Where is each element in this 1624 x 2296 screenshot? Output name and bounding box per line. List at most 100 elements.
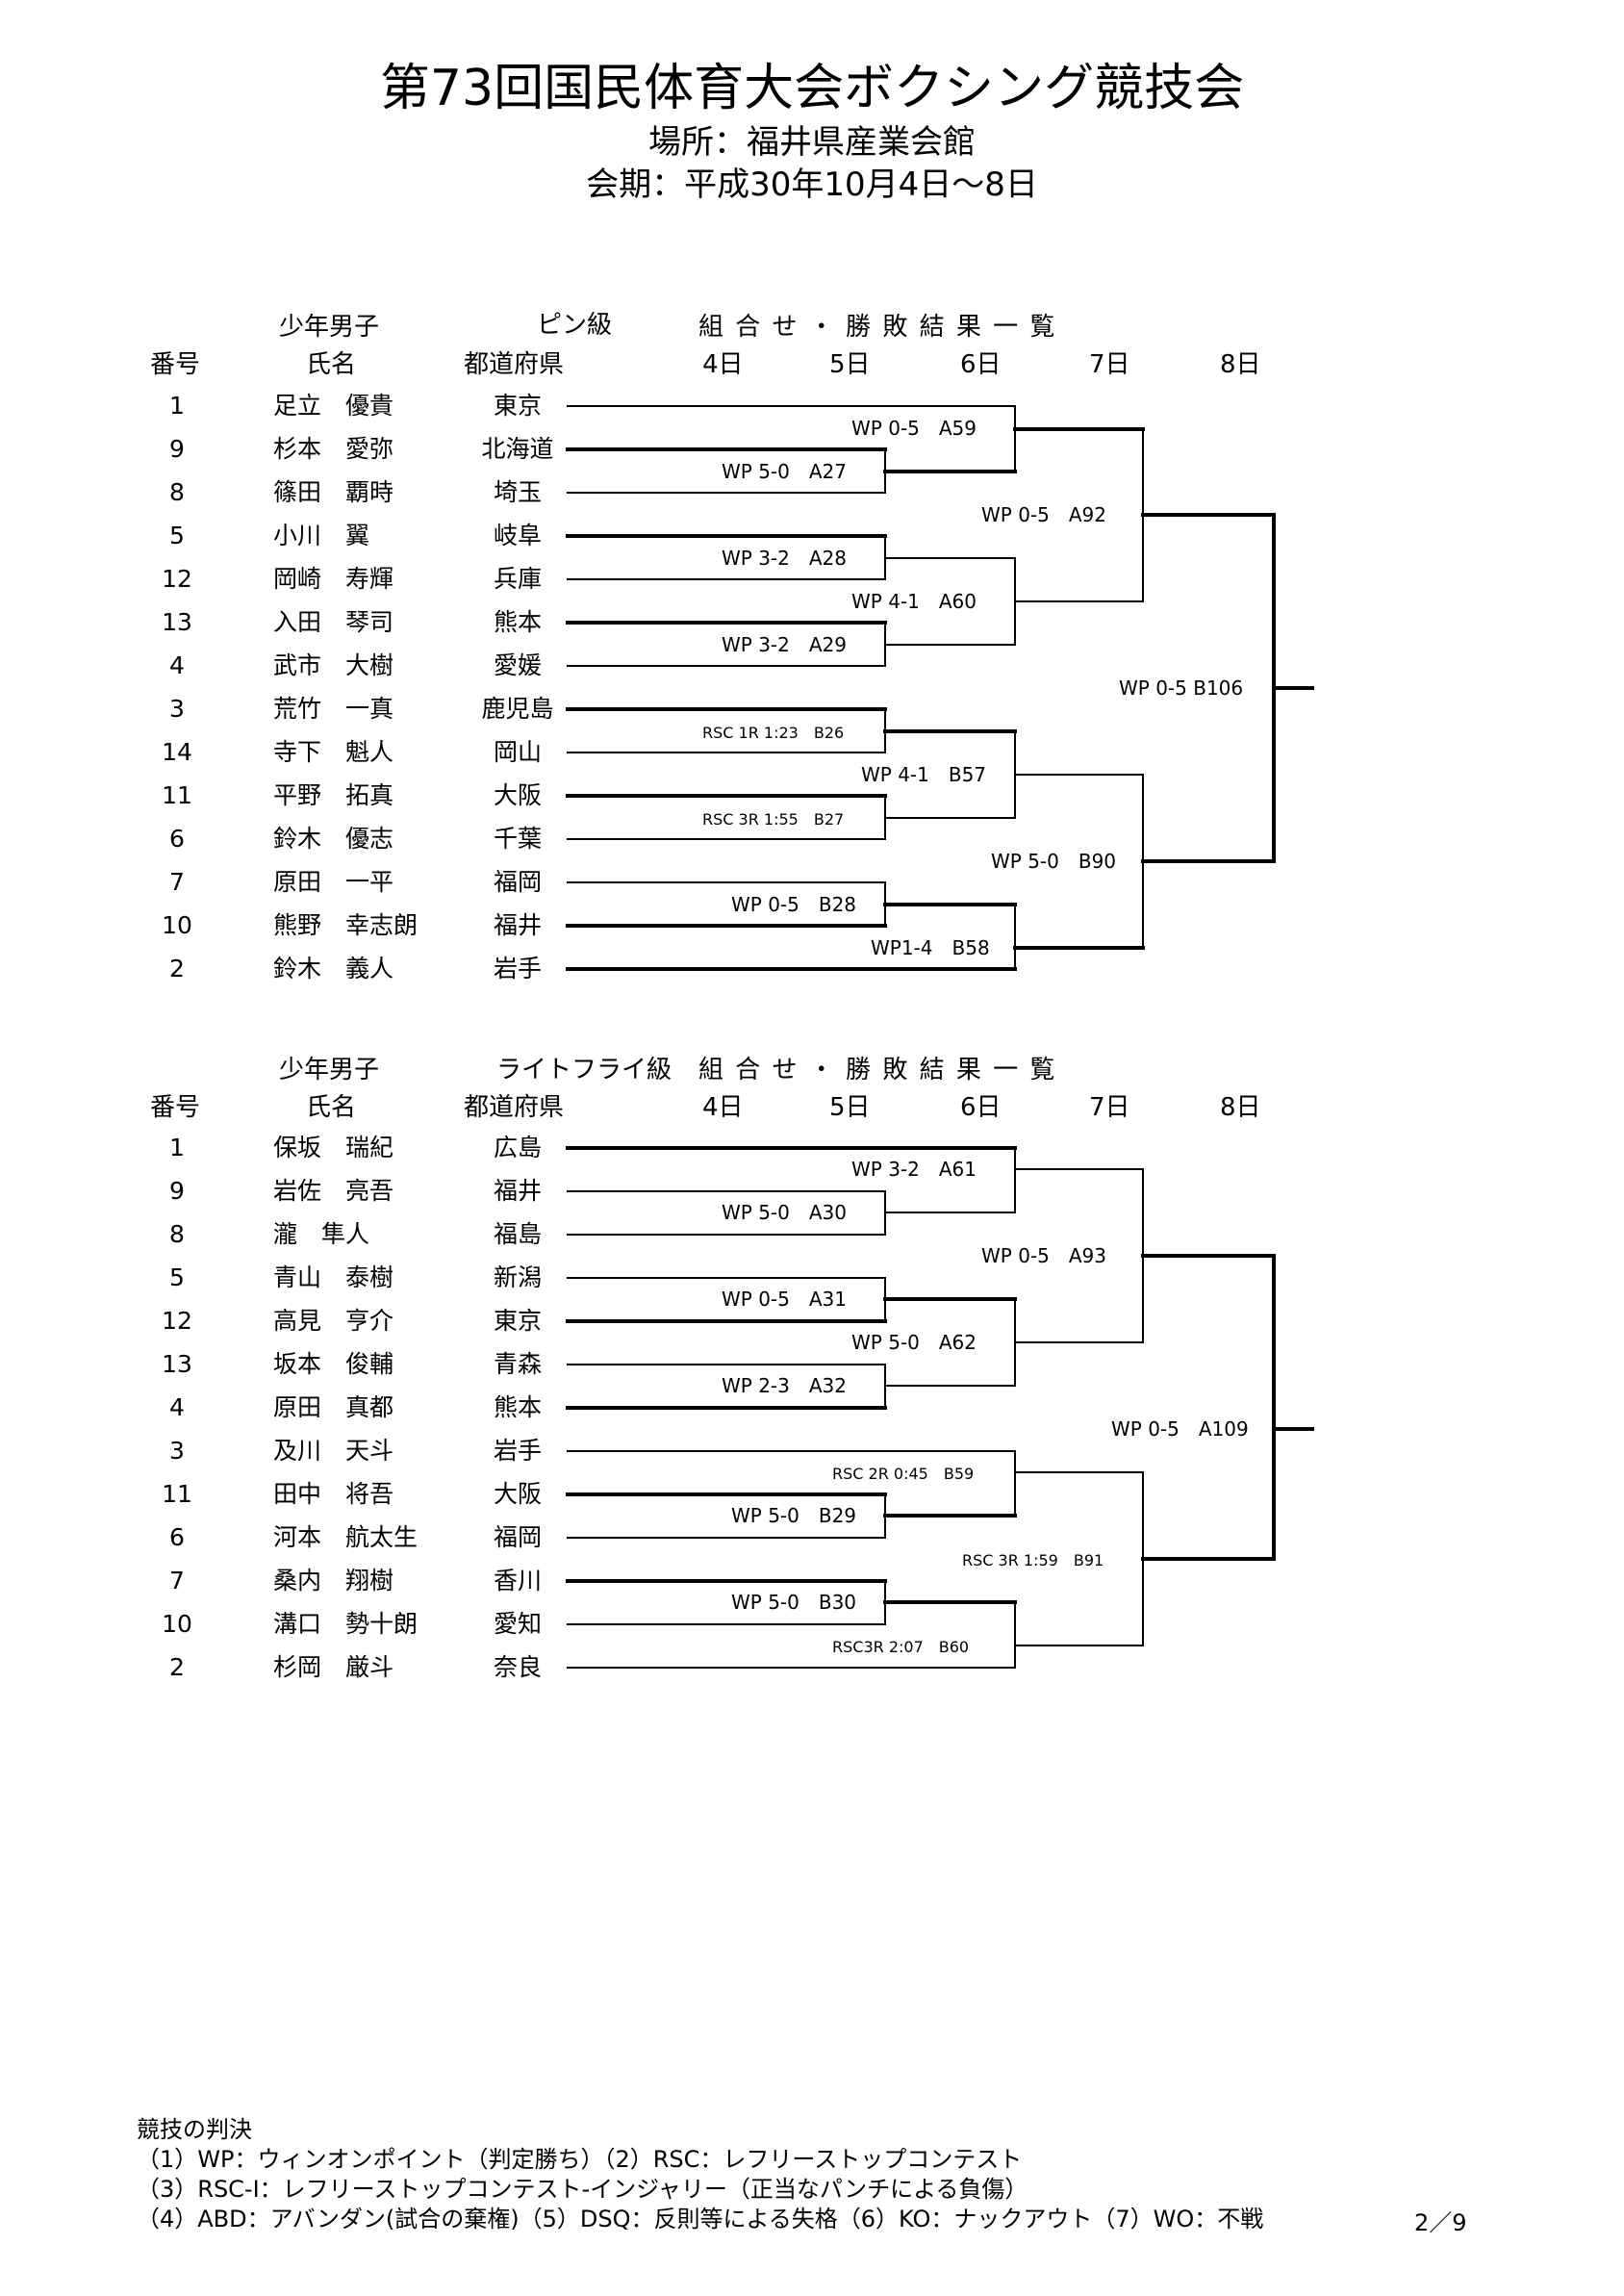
legend-line: （1）WP：ウィンオンポイント（判定勝ち）（2）RSC：レフリーストップコンテス…	[137, 2146, 1023, 2173]
page-number: 2／9	[1414, 2209, 1467, 2236]
entry-name: 杉本 愛弥	[273, 435, 394, 463]
entry-prefecture: 東京	[493, 392, 542, 420]
entry-prefecture: 大阪	[493, 781, 542, 809]
entry-prefecture: 鹿児島	[481, 695, 554, 723]
entry-number: 9	[169, 435, 185, 463]
entry-name: 寺下 魁人	[273, 738, 394, 766]
entry-prefecture: 岩手	[493, 1437, 542, 1465]
entry-name: 熊野 幸志朗	[273, 911, 419, 939]
entry-prefecture: 北海道	[481, 435, 554, 463]
entry-number: 10	[162, 911, 192, 939]
table-heading: 組 合 せ ・ 勝 敗 結 果 一 覧	[698, 313, 1057, 342]
entry-number: 11	[162, 781, 192, 809]
venue: 場所：福井県産業会館	[648, 123, 976, 162]
day-header: 4日	[702, 1093, 744, 1122]
match-result: RSC 2R 0:45 B59	[832, 1465, 975, 1483]
entry-number: 12	[162, 565, 192, 593]
match-result: WP1-4 B58	[871, 936, 990, 959]
entry-prefecture: 熊本	[493, 608, 542, 636]
match-result: WP 0-5 A93	[981, 1244, 1106, 1267]
entry-prefecture: 千葉	[493, 825, 542, 853]
match-result: WP 3-2 A61	[851, 1158, 977, 1181]
match-result: WP 2-3 A32	[722, 1374, 847, 1397]
match-result: WP 5-0 B29	[731, 1504, 857, 1527]
match-result: WP 0-5 B106	[1119, 676, 1244, 700]
match-result: WP 0-5 A109	[1111, 1417, 1249, 1441]
entry-name: 足立 優貴	[273, 392, 394, 420]
entry-prefecture: 香川	[493, 1567, 542, 1594]
bracket-lines	[566, 1146, 1314, 1669]
day-header: 4日	[702, 350, 744, 379]
entry-name: 青山 泰樹	[273, 1263, 394, 1291]
entry-name: 原田 一平	[273, 868, 394, 896]
entry-prefecture: 奈良	[493, 1653, 542, 1681]
legend-heading: 競技の判決	[137, 2116, 252, 2143]
entry-name: 小川 翼	[273, 522, 370, 549]
entry-prefecture: 兵庫	[493, 565, 542, 593]
entry-name: 篠田 覇時	[273, 478, 394, 506]
entry-prefecture: 岩手	[493, 955, 542, 982]
day-header: 7日	[1089, 350, 1130, 379]
day-header: 8日	[1220, 350, 1261, 379]
day-header: 8日	[1220, 1093, 1261, 1122]
column-header-prefecture: 都道府県	[464, 350, 565, 379]
legend-line: （4）ABD：アバンダン(試合の棄権)（5）DSQ：反則等による失格（6）KO：…	[137, 2206, 1264, 2232]
weight-class-label: ライトフライ級	[496, 1056, 672, 1084]
entry-number: 2	[169, 955, 185, 982]
entry-name: 保坂 瑞紀	[273, 1134, 394, 1161]
match-result: RSC 3R 1:55 B27	[702, 810, 845, 829]
entry-name: 荒竹 一真	[273, 695, 394, 723]
day-header: 7日	[1089, 1093, 1130, 1122]
entry-prefecture: 愛知	[493, 1610, 542, 1638]
entry-name: 入田 琴司	[273, 608, 394, 636]
match-result: RSC 1R 1:23 B26	[702, 724, 845, 742]
entry-number: 5	[169, 1263, 185, 1291]
category-label: 少年男子	[279, 313, 380, 342]
entry-prefecture: 熊本	[493, 1393, 542, 1421]
entry-name: 瀧 隼人	[273, 1220, 370, 1248]
bracket-lines	[566, 405, 1314, 971]
entry-name: 平野 拓真	[273, 781, 394, 809]
entry-name: 岡崎 寿輝	[273, 565, 394, 593]
entry-prefecture: 岡山	[493, 738, 542, 766]
entry-number: 7	[169, 1567, 185, 1594]
match-result: WP 0-5 A59	[851, 417, 977, 440]
entry-name: 高見 亨介	[273, 1307, 394, 1335]
day-header: 6日	[960, 1093, 1002, 1122]
page-title: 第73回国民体育大会ボクシング競技会	[379, 60, 1245, 117]
entry-number: 1	[169, 1134, 185, 1161]
entry-prefecture: 東京	[493, 1307, 542, 1335]
entry-name: 河本 航太生	[273, 1523, 419, 1551]
entry-number: 1	[169, 392, 185, 420]
entry-number: 4	[169, 1393, 185, 1421]
legend-line: （3）RSC-I：レフリーストップコンテスト-インジャリー（正当なパンチによる負…	[137, 2176, 1028, 2203]
match-result: WP 5-0 B90	[991, 850, 1117, 873]
entry-number: 14	[162, 738, 192, 766]
entry-number: 2	[169, 1653, 185, 1681]
entry-prefecture: 福井	[493, 911, 542, 939]
entry-number: 7	[169, 868, 185, 896]
entry-number: 13	[162, 1350, 192, 1378]
table-heading: 組 合 せ ・ 勝 敗 結 果 一 覧	[698, 1056, 1057, 1084]
day-header: 5日	[829, 1093, 871, 1122]
entry-prefecture: 岐阜	[493, 522, 542, 549]
column-header-name: 氏名	[306, 350, 357, 379]
decision-legend: 競技の判決 （1）WP：ウィンオンポイント（判定勝ち）（2）RSC：レフリースト…	[137, 2115, 1263, 2234]
entry-name: 溝口 勢十朗	[273, 1610, 419, 1638]
entry-name: 坂本 俊輔	[273, 1350, 394, 1378]
entry-name: 杉岡 厳斗	[273, 1653, 394, 1681]
entry-number: 3	[169, 1437, 185, 1465]
entry-number: 9	[169, 1177, 185, 1205]
day-header: 5日	[829, 350, 871, 379]
entry-name: 桑内 翔樹	[273, 1567, 394, 1594]
match-result: WP 0-5 A92	[981, 503, 1106, 526]
match-result: WP 3-2 A29	[722, 633, 847, 656]
match-result: WP 0-5 B28	[731, 893, 857, 916]
entry-number: 3	[169, 695, 185, 723]
entry-number: 6	[169, 825, 185, 853]
entry-number: 6	[169, 1523, 185, 1551]
entry-number: 5	[169, 522, 185, 549]
entry-prefecture: 福岡	[493, 868, 542, 896]
weight-class-label: ピン級	[537, 311, 613, 340]
entry-prefecture: 新潟	[493, 1263, 542, 1291]
